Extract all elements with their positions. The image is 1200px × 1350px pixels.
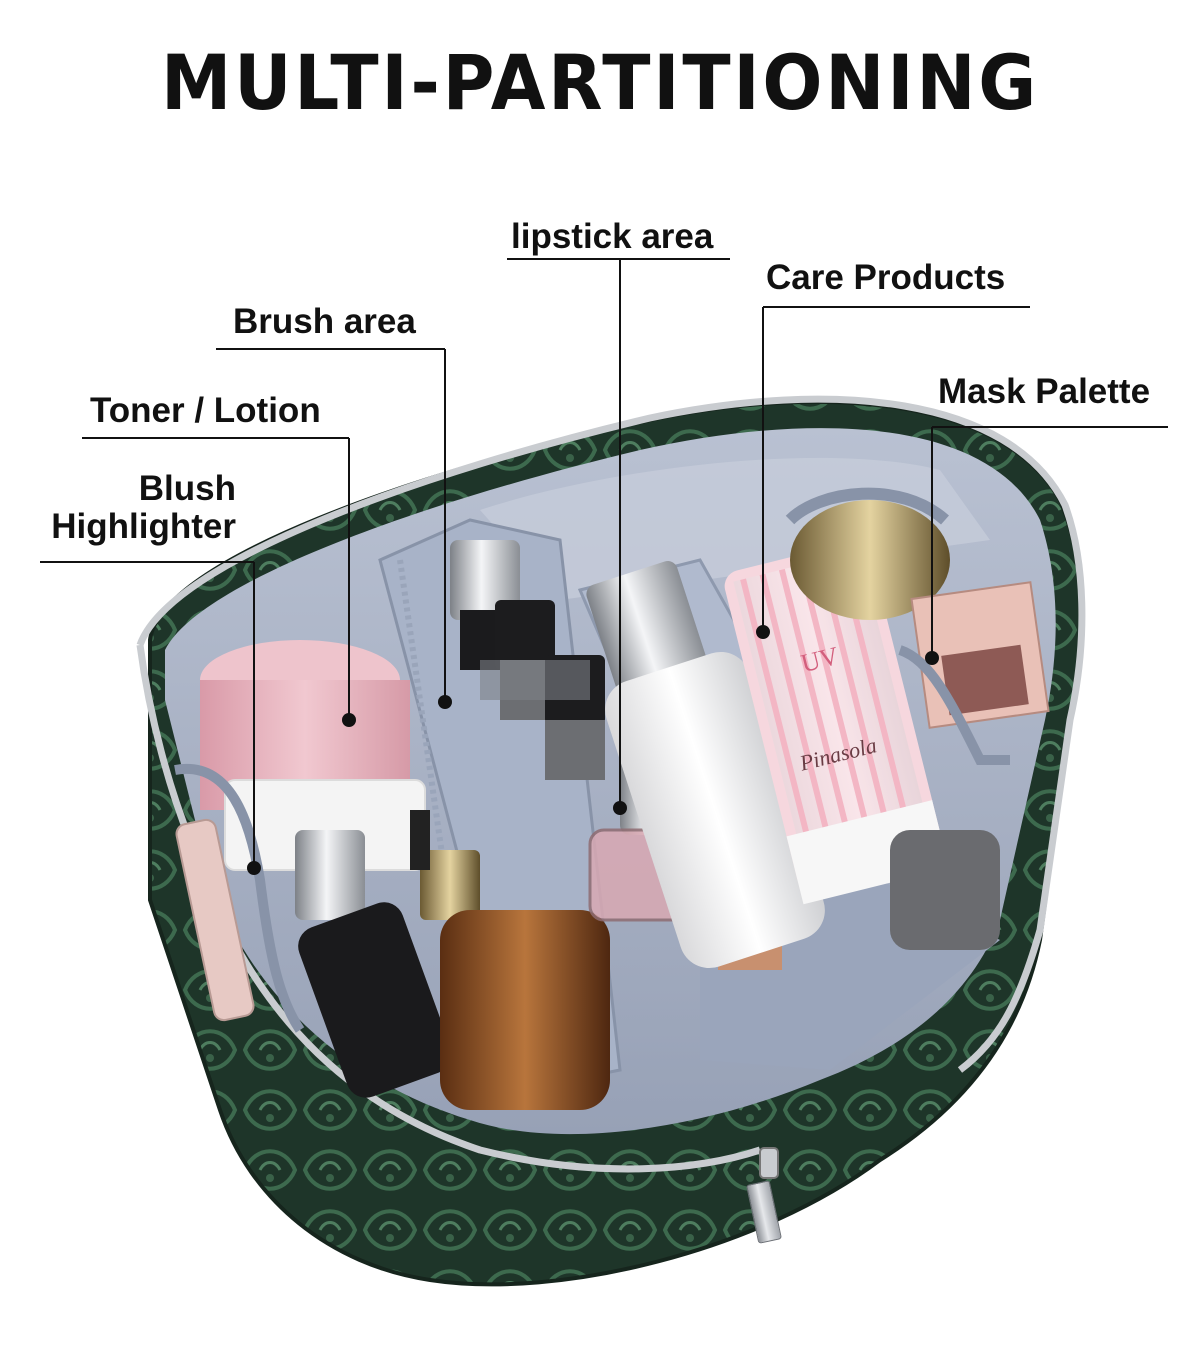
label-care-products: Care Products <box>766 258 1006 297</box>
page-title: MULTI-PARTITIONING <box>160 38 1040 127</box>
label-mask-palette: Mask Palette <box>938 372 1151 411</box>
label-toner-lotion: Toner / Lotion <box>90 391 321 430</box>
label-blush: Blush <box>138 469 236 508</box>
callout-dot-icon <box>342 713 356 727</box>
label-highlighter: Highlighter <box>51 507 236 546</box>
callout-dot-icon <box>247 861 261 875</box>
callout-dot-icon <box>438 695 452 709</box>
callout-dot-icon <box>925 651 939 665</box>
callout-dot-icon <box>613 801 627 815</box>
callout-dot-icon <box>756 625 770 639</box>
callout-dots <box>247 625 939 875</box>
label-lipstick-area: lipstick area <box>511 217 714 256</box>
label-brush-area: Brush area <box>233 302 416 341</box>
